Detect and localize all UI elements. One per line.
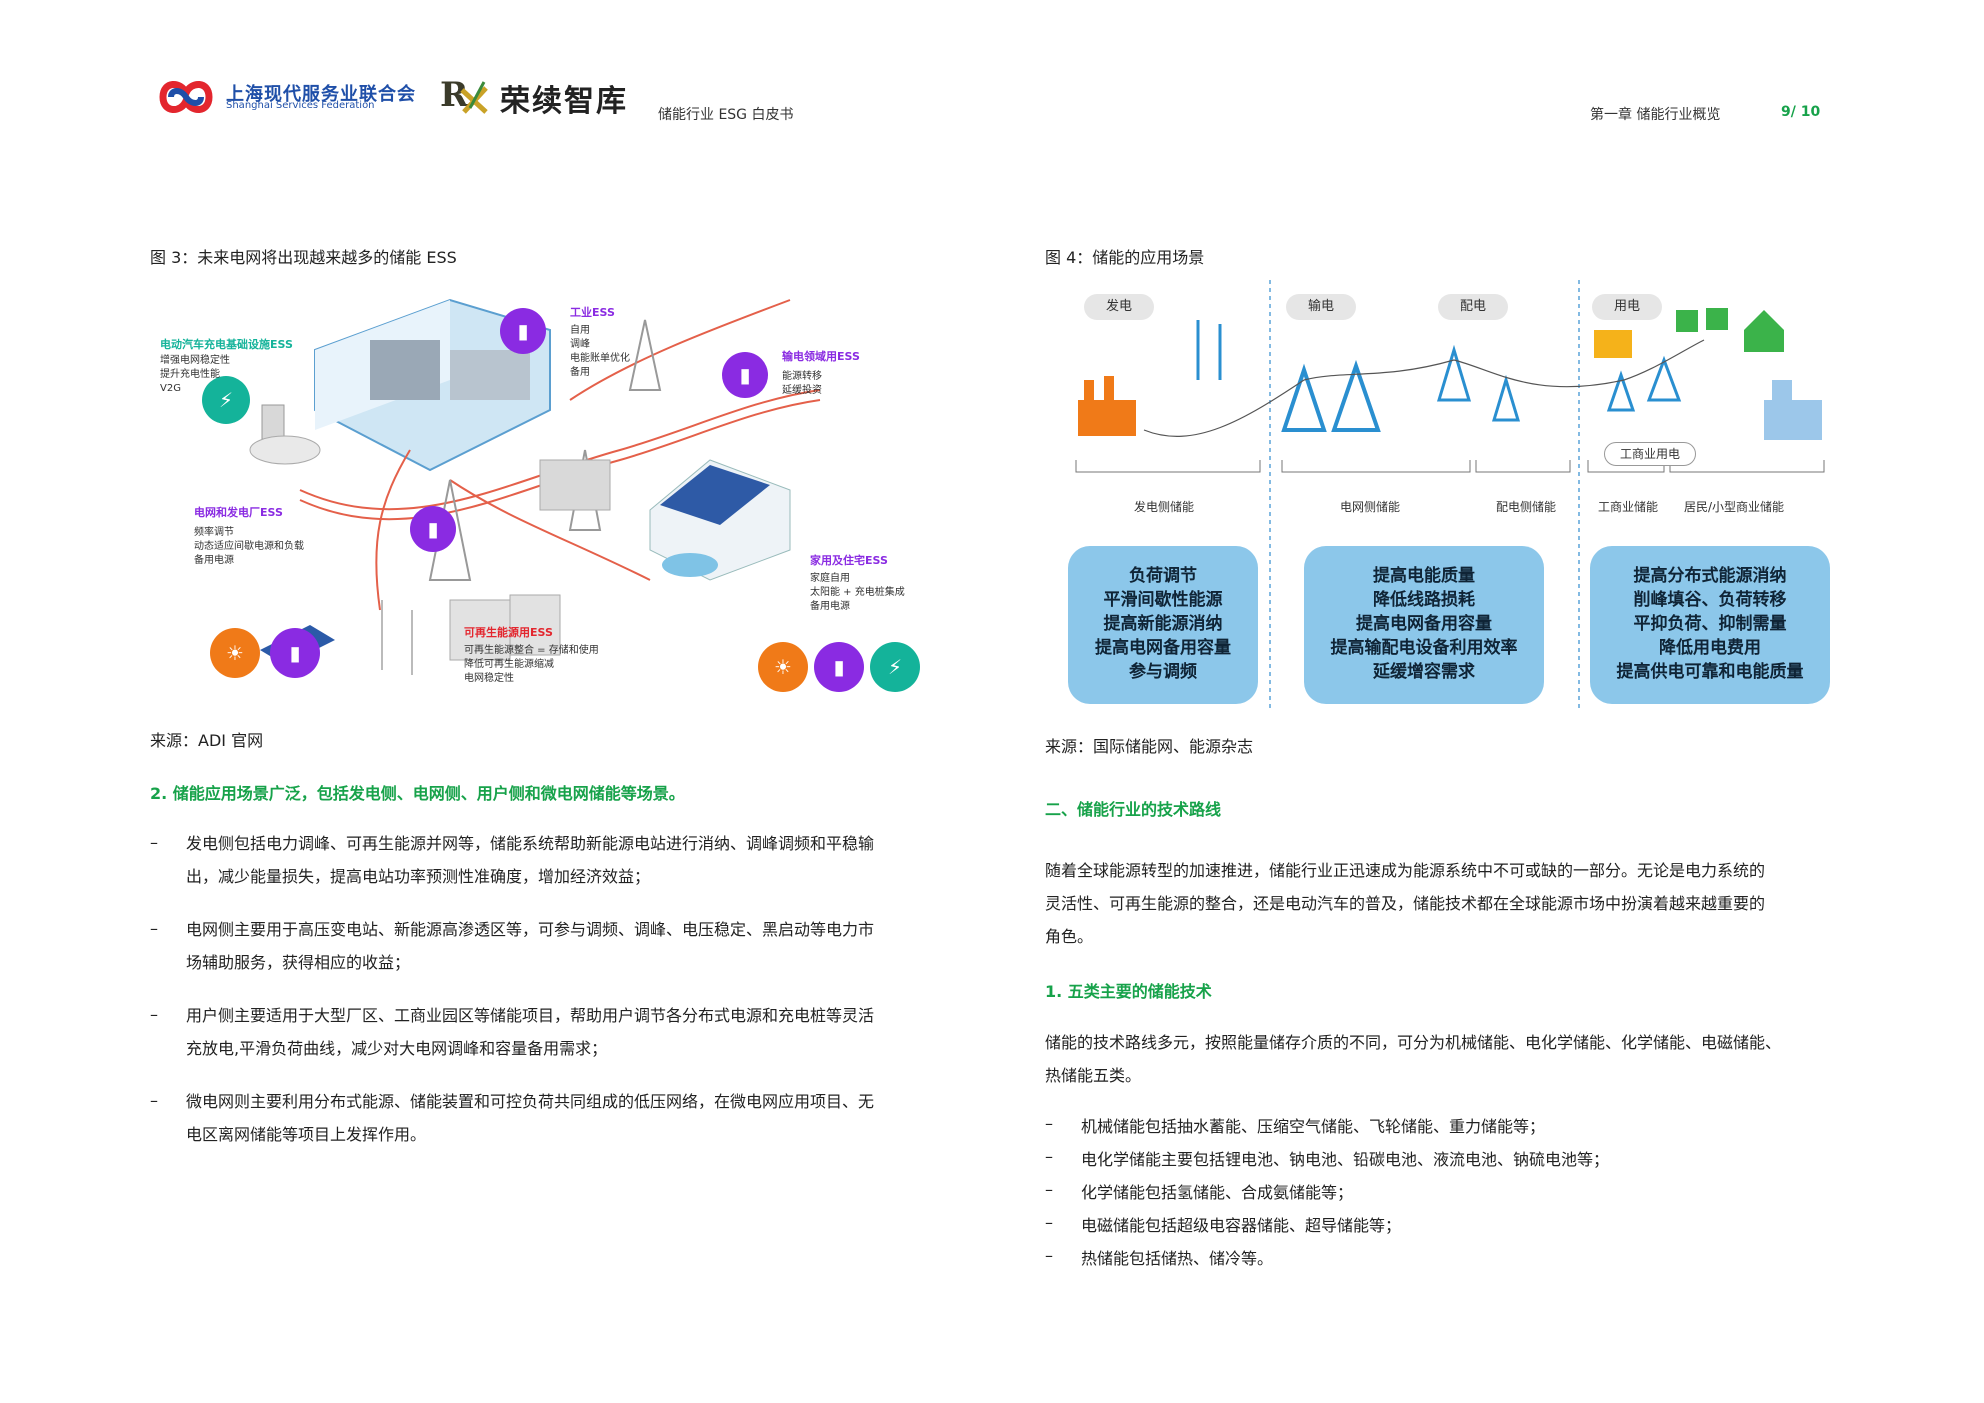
ev-ess-desc: 增强电网稳定性 提升充电性能 V2G — [160, 355, 230, 394]
list-item: – 发电侧包括电力调峰、可再生能源并网等，储能系统帮助新能源电站进行消纳、调峰调… — [150, 827, 950, 913]
box-generation-benefits: 负荷调节 平滑间歇性能源 提高新能源消纳 提高电网备用容量 参与调频 — [1068, 546, 1258, 704]
transmission-ess-title: 输电领域用ESS — [782, 350, 860, 363]
rx-logo-icon: R — [440, 75, 488, 114]
list-item-text: 热储能包括储热、储冷等。 — [1081, 1249, 1274, 1268]
list-item: – 化学储能包括氢储能、合成氨储能等； — [1045, 1176, 1845, 1209]
list-item: – 电网侧主要用于高压变电站、新能源高渗透区等，可参与调频、调峰、电压稳定、黑启… — [150, 913, 950, 999]
bullet-dash: – — [1045, 1114, 1053, 1133]
list-item: – 机械储能包括抽水蓄能、压缩空气储能、飞轮储能、重力储能等； — [1045, 1110, 1845, 1143]
figure-3-source: 来源：ADI 官网 — [150, 731, 264, 750]
section-2-heading: 2. 储能应用场景广泛，包括发电侧、电网侧、用户侧和微电网储能等场景。 — [150, 784, 685, 803]
list-item-text: 微电网则主要利用分布式能源、储能装置和可控负荷共同组成的低压网络，在微电网应用项… — [186, 1092, 875, 1144]
bullet-dash: – — [1045, 1246, 1053, 1265]
pill-ci-use: 工商业用电 — [1604, 442, 1696, 466]
industry-ess-title: 工业ESS — [570, 306, 615, 319]
list-item-text: 化学储能包括氢储能、合成氨储能等； — [1081, 1183, 1354, 1202]
pill-generation: 发电 — [1084, 294, 1154, 320]
list-item: – 热储能包括储热、储冷等。 — [1045, 1242, 1845, 1275]
home-storage-icon: ▮ — [814, 642, 864, 692]
seg-distribution-storage: 配电侧储能 — [1496, 500, 1557, 514]
list-item-text: 电网侧主要用于高压变电站、新能源高渗透区等，可参与调频、调峰、电压稳定、黑启动等… — [186, 920, 875, 972]
federation-name-en: Shanghai Services Federation — [226, 100, 375, 111]
brand-name: 荣续智库 — [500, 84, 628, 119]
seg-generation-storage: 发电侧储能 — [1134, 500, 1195, 514]
list-item-text: 电化学储能主要包括锂电池、钠电池、铅碳电池、液流电池、钠硫电池等； — [1081, 1150, 1610, 1169]
section-tech-heading: 二、储能行业的技术路线 — [1045, 800, 1222, 819]
bullet-dash: – — [1045, 1213, 1053, 1232]
transmission-ess-desc: 能源转移 延缓投资 — [782, 371, 822, 396]
intro-paragraph: 随着全球能源转型的加速推进，储能行业正迅速成为能源系统中不可或缺的一部分。无论是… — [1045, 861, 1766, 946]
pill-transmission: 输电 — [1286, 294, 1356, 320]
pill-consumption: 用电 — [1592, 294, 1662, 320]
right-bullet-list: – 机械储能包括抽水蓄能、压缩空气储能、飞轮储能、重力储能等； – 电化学储能主… — [1045, 1110, 1845, 1275]
pill-distribution: 配电 — [1438, 294, 1508, 320]
storage-icon: ▮ — [270, 628, 320, 678]
tech-route-paragraph: 储能的技术路线多元，按照能量储存介质的不同，可分为机械储能、电化学储能、化学储能… — [1045, 1033, 1782, 1085]
subsection-heading: 1. 五类主要的储能技术 — [1045, 982, 1212, 1001]
list-item: – 电化学储能主要包括锂电池、钠电池、铅碳电池、液流电池、钠硫电池等； — [1045, 1143, 1845, 1176]
box-grid-benefits: 提高电能质量 降低线路损耗 提高电网备用容量 提高输配电设备利用效率 延缓增容需… — [1304, 546, 1544, 704]
industry-ess-desc: 自用 调峰 电能账单优化 备用 — [570, 325, 630, 378]
seg-residential-storage: 居民/小型商业储能 — [1684, 500, 1785, 514]
home-solar-icon: ☀ — [758, 642, 808, 692]
grid-ess-desc: 频率调节 动态适应间歇电源和负载 备用电源 — [194, 527, 304, 566]
list-item-text: 用户侧主要适用于大型厂区、工商业园区等储能项目，帮助用户调节各分布式电源和充电桩… — [186, 1006, 875, 1058]
bullet-dash: – — [150, 833, 158, 852]
page-number: 9/ 10 — [1781, 104, 1821, 120]
solar-icon: ☀ — [210, 628, 260, 678]
figure-4-source: 来源：国际储能网、能源杂志 — [1045, 737, 1254, 756]
figure-4-caption: 图 4：储能的应用场景 — [1045, 248, 1205, 267]
figure-4-application-scenarios: 发电 输电 配电 用电 工商业用电 发电侧储能 电网侧储能 配电侧储能 工商业储… — [1064, 280, 1832, 712]
bullet-dash: – — [1045, 1147, 1053, 1166]
seg-grid-storage: 电网侧储能 — [1340, 500, 1401, 514]
ev-charger-icon: ⚡ — [202, 376, 250, 424]
scenario-graphic — [1075, 280, 1825, 712]
document-title: 储能行业 ESG 白皮书 — [658, 107, 794, 123]
bullet-dash: – — [150, 1005, 158, 1024]
bullet-dash: – — [1045, 1180, 1053, 1199]
federation-name: 上海现代服务业联合会 — [226, 84, 416, 105]
seg-ci-storage: 工商业储能 — [1598, 500, 1659, 514]
transmission-battery-icon: ▮ — [722, 352, 768, 398]
home-ess-desc: 家庭自用 太阳能 + 充电桩集成 备用电源 — [810, 573, 905, 612]
box-user-benefits: 提高分布式能源消纳 削峰填谷、负荷转移 平抑负荷、抑制需量 降低用电费用 提高供… — [1590, 546, 1830, 704]
renewable-ess-desc: 可再生能源整合 = 存储和使用 降低可再生能源缩减 电网稳定性 — [464, 645, 599, 684]
federation-logo-icon — [159, 81, 213, 113]
renewable-ess-title: 可再生能源用ESS — [464, 626, 553, 639]
industry-battery-icon: ▮ — [500, 308, 546, 354]
home-charger-icon: ⚡ — [870, 642, 920, 692]
figure-3-ess-illustration: ⚡ ▮ ▮ ▮ ☀ ▮ ☀ ▮ ⚡ 电动汽车充电基础设施ESS 增强电网稳定性 … — [150, 280, 940, 700]
home-ess-title: 家用及住宅ESS — [810, 554, 888, 567]
list-item: – 微电网则主要利用分布式能源、储能装置和可控负荷共同组成的低压网络，在微电网应… — [150, 1085, 950, 1171]
bullet-dash: – — [150, 919, 158, 938]
grid-ess-title: 电网和发电厂ESS — [194, 506, 283, 519]
ev-ess-title: 电动汽车充电基础设施ESS — [160, 338, 293, 351]
figure-3-caption: 图 3：未来电网将出现越来越多的储能 ESS — [150, 248, 457, 267]
list-item-text: 电磁储能包括超级电容器储能、超导储能等； — [1081, 1216, 1402, 1235]
list-item: – 电磁储能包括超级电容器储能、超导储能等； — [1045, 1209, 1845, 1242]
left-bullet-list: – 发电侧包括电力调峰、可再生能源并网等，储能系统帮助新能源电站进行消纳、调峰调… — [150, 827, 950, 1171]
chapter-title: 第一章 储能行业概览 — [1590, 107, 1721, 123]
list-item-text: 发电侧包括电力调峰、可再生能源并网等，储能系统帮助新能源电站进行消纳、调峰调频和… — [186, 834, 875, 886]
list-item: – 用户侧主要适用于大型厂区、工商业园区等储能项目，帮助用户调节各分布式电源和充… — [150, 999, 950, 1085]
grid-battery-icon: ▮ — [410, 506, 456, 552]
bullet-dash: – — [150, 1091, 158, 1110]
list-item-text: 机械储能包括抽水蓄能、压缩空气储能、飞轮储能、重力储能等； — [1081, 1117, 1546, 1136]
